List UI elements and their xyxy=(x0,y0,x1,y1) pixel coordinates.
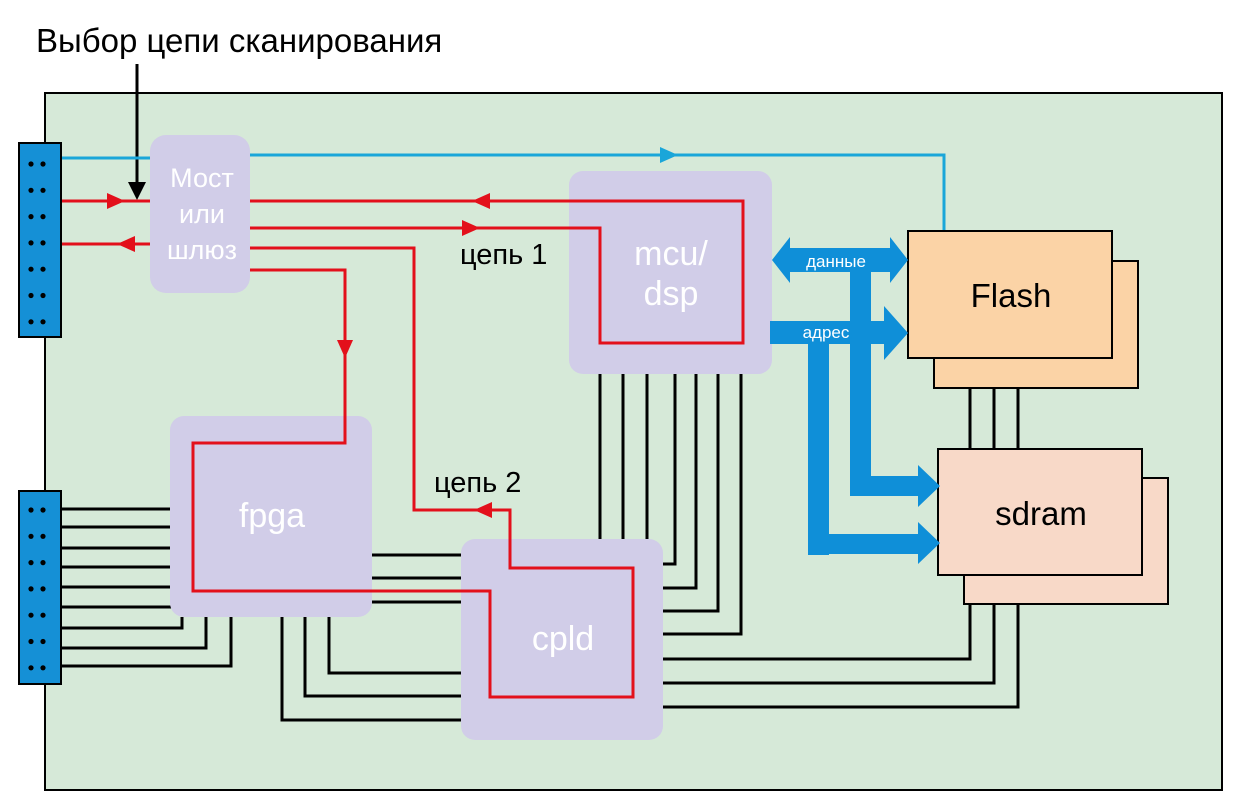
connector-pin xyxy=(28,638,34,645)
io-connector-bottom xyxy=(18,490,62,685)
connector-pin xyxy=(40,612,46,618)
connector-pin xyxy=(28,560,34,566)
signal-wires xyxy=(61,374,1020,722)
connector-pin xyxy=(40,586,46,592)
chain-1-label: цепь 1 xyxy=(460,239,547,271)
sdram-chip: sdram xyxy=(937,448,1169,605)
diagram-title: Выбор цепи сканирования xyxy=(36,22,442,59)
bridge-label-1: Мост xyxy=(170,163,234,193)
connector-pin xyxy=(40,266,46,272)
connector-pin xyxy=(28,533,34,539)
connector-pin xyxy=(40,507,46,513)
connector-pin xyxy=(40,319,46,325)
address-bus-label: адрес xyxy=(803,323,850,342)
connector-pin xyxy=(28,665,34,671)
connector-pin xyxy=(28,586,34,592)
connector-pin xyxy=(28,187,34,193)
mcu-label-1: mcu/ xyxy=(634,235,708,273)
fpga-block: fpga xyxy=(170,416,372,617)
jtag-connector-top xyxy=(18,142,62,338)
connector-pin xyxy=(40,292,46,299)
sdram-label: sdram xyxy=(995,495,1087,532)
connector-pin xyxy=(40,240,46,246)
connector-pin xyxy=(40,161,46,167)
address-bus xyxy=(770,306,940,564)
connector-pin xyxy=(28,507,34,513)
connector-pin xyxy=(40,214,46,220)
connector-pin xyxy=(40,533,46,539)
cpld-label: cpld xyxy=(532,620,594,658)
connector-pin xyxy=(40,187,46,193)
fpga-label: fpga xyxy=(239,497,305,535)
connector-pin xyxy=(28,612,34,618)
mcu-label-2: dsp xyxy=(644,275,699,313)
data-bus-label: данные xyxy=(806,252,866,271)
mcu-block: mcu/ dsp xyxy=(569,171,772,374)
scan-chains xyxy=(61,199,745,699)
connector-pin xyxy=(40,560,46,566)
connector-pin xyxy=(28,319,34,325)
connector-pin xyxy=(40,638,46,645)
flash-chip: Flash xyxy=(907,230,1139,389)
connector-pin xyxy=(28,292,34,299)
bridge-block: Мост или шлюз xyxy=(150,135,250,293)
cpld-block: cpld xyxy=(461,539,663,740)
bridge-label-3: шлюз xyxy=(167,235,237,265)
connector-pin xyxy=(28,161,34,167)
flash-label: Flash xyxy=(971,277,1052,314)
bridge-label-2: или xyxy=(179,199,225,229)
connector-pin xyxy=(28,214,34,220)
chain-2-label: цепь 2 xyxy=(434,467,521,499)
test-clock-line xyxy=(61,147,946,232)
connector-pin xyxy=(28,266,34,272)
connector-pin xyxy=(40,665,46,671)
scan-chain-arrows xyxy=(107,193,492,518)
scan-select-arrow xyxy=(128,64,146,200)
connector-pin xyxy=(28,240,34,246)
